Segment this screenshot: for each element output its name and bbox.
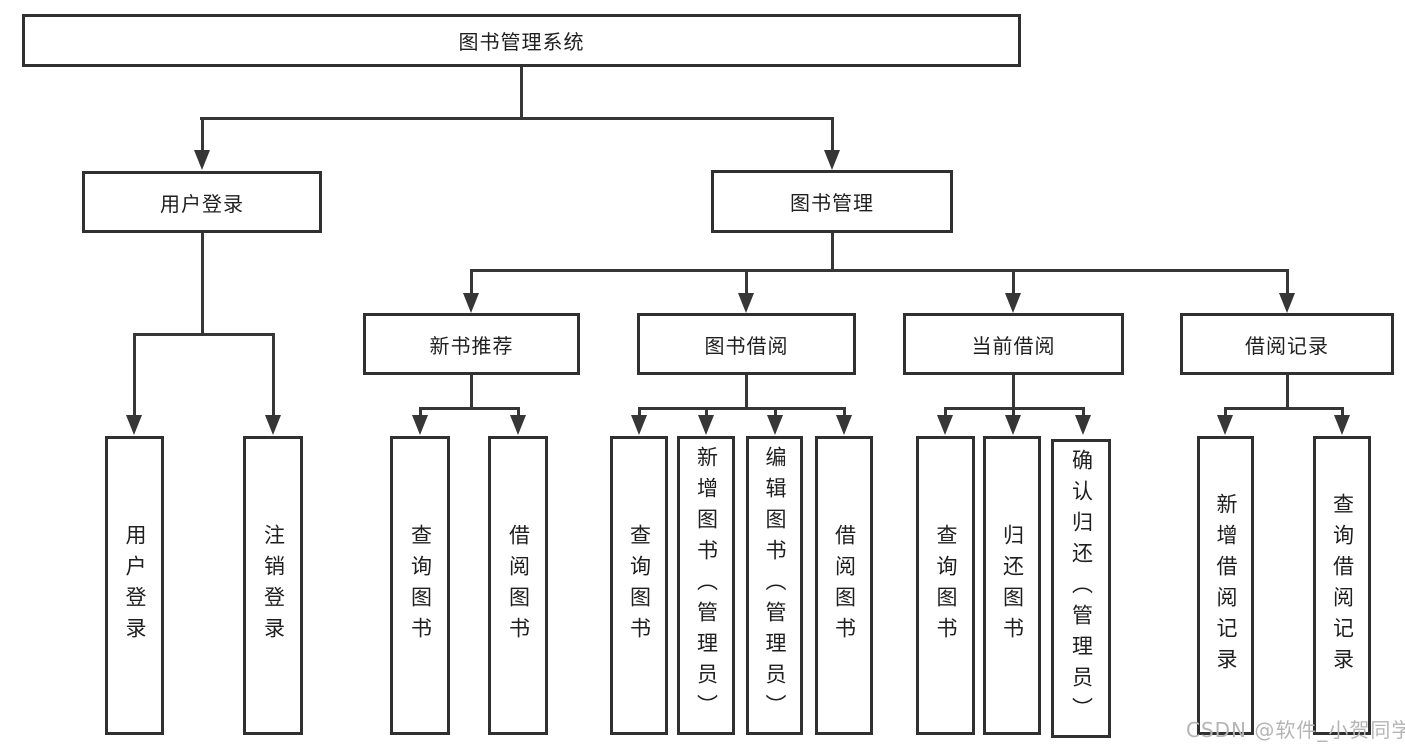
connector-line: [745, 375, 748, 409]
node-label: 用户登录: [123, 523, 147, 648]
arrow-down-icon: [631, 415, 647, 435]
leaf-borrow-books-recommend: 借阅图书: [488, 436, 548, 735]
node-book-management: 图书管理: [711, 170, 953, 233]
node-label: 用户登录: [160, 191, 244, 216]
arrow-down-icon: [1005, 293, 1021, 313]
arrow-down-icon: [767, 415, 783, 435]
connector-line: [133, 333, 136, 417]
connector-line: [831, 117, 834, 151]
node-label: 图书借阅: [704, 333, 789, 358]
connector-line: [774, 407, 777, 419]
connector-line: [1082, 407, 1085, 419]
connector-line: [520, 67, 523, 118]
leaf-logout: 注销登录: [243, 436, 303, 735]
node-label: 查询图书: [627, 523, 652, 648]
node-label: 当前借阅: [971, 333, 1056, 358]
connector-line: [1341, 407, 1344, 419]
connector-line: [745, 269, 748, 295]
connector-line: [1224, 407, 1227, 419]
arrow-down-icon: [1334, 415, 1350, 435]
arrow-down-icon: [1075, 415, 1091, 435]
connector-line: [272, 333, 275, 417]
node-new-book-recommend: 新书推荐: [363, 313, 580, 375]
node-label: 查询图书: [408, 523, 433, 648]
connector-line: [419, 407, 422, 419]
node-label: 借阅图书: [506, 523, 531, 648]
connector-line: [201, 233, 204, 335]
node-label: 注销登录: [261, 523, 286, 648]
leaf-query-books-current: 查询图书: [916, 436, 975, 735]
node-label: 查询借阅记录: [1330, 492, 1355, 679]
node-label: 新增借阅记录: [1214, 492, 1238, 679]
leaf-add-books-admin: 新增图书（管理员）: [677, 436, 735, 735]
leaf-edit-books-admin: 编辑图书（管理员）: [746, 436, 803, 735]
node-borrow-records: 借阅记录: [1180, 313, 1394, 375]
arrow-down-icon: [1217, 415, 1233, 435]
connector-line: [1012, 407, 1015, 419]
connector-line: [843, 407, 846, 419]
connector-line: [470, 269, 473, 295]
connector-line: [1225, 407, 1343, 410]
connector-line: [639, 407, 845, 410]
connector-line: [200, 117, 833, 120]
node-book-borrow: 图书借阅: [637, 313, 856, 375]
node-label: 编辑图书（管理员）: [763, 446, 787, 725]
node-label: 新书推荐: [429, 333, 514, 358]
node-label: 归还图书: [1000, 523, 1025, 648]
node-label: 借阅记录: [1245, 333, 1329, 358]
arrow-down-icon: [510, 415, 526, 435]
arrow-down-icon: [836, 415, 852, 435]
connector-line: [420, 407, 519, 410]
connector-line: [1286, 269, 1289, 295]
node-current-borrow: 当前借阅: [903, 313, 1124, 375]
node-label: 查询图书: [934, 523, 958, 648]
arrow-down-icon: [463, 293, 479, 313]
leaf-query-borrow-record: 查询借阅记录: [1313, 436, 1371, 735]
connector-line: [517, 407, 520, 419]
connector-line: [944, 407, 947, 419]
connector-line: [638, 407, 641, 419]
connector-line: [945, 407, 1085, 410]
arrow-down-icon: [412, 415, 428, 435]
leaf-return-books: 归还图书: [983, 436, 1041, 735]
connector-line: [201, 117, 204, 151]
node-label: 新增图书（管理员）: [694, 446, 719, 725]
connector-line: [134, 333, 275, 336]
connector-line: [705, 407, 708, 419]
csdn-watermark: CSDN @软件_小贺同学: [1186, 718, 1405, 742]
node-library-management-system: 图书管理系统: [22, 14, 1021, 67]
node-label: 图书管理: [790, 191, 874, 215]
connector-line: [470, 375, 473, 409]
arrow-down-icon: [126, 415, 142, 435]
arrow-down-icon: [194, 150, 210, 170]
leaf-add-borrow-record: 新增借阅记录: [1197, 436, 1254, 735]
node-label: 确认归还（管理员）: [1069, 449, 1094, 728]
arrow-down-icon: [1279, 293, 1295, 313]
node-label: 借阅图书: [832, 523, 857, 648]
leaf-confirm-return-admin: 确认归还（管理员）: [1051, 439, 1111, 738]
node-user-login: 用户登录: [82, 171, 322, 233]
connector-line: [471, 269, 1288, 272]
arrow-down-icon: [1005, 415, 1021, 435]
arrow-down-icon: [265, 415, 281, 435]
connector-line: [831, 233, 834, 271]
leaf-query-books-recommend: 查询图书: [390, 436, 450, 735]
leaf-user-login: 用户登录: [105, 436, 164, 735]
connector-line: [1012, 269, 1015, 295]
arrow-down-icon: [698, 415, 714, 435]
leaf-borrow-books: 借阅图书: [815, 436, 873, 735]
node-label: 图书管理系统: [458, 30, 585, 54]
arrow-down-icon: [937, 415, 953, 435]
connector-line: [1286, 375, 1289, 409]
arrow-down-icon: [824, 150, 840, 170]
leaf-query-books-borrow: 查询图书: [610, 436, 668, 735]
arrow-down-icon: [738, 293, 754, 313]
connector-line: [1012, 375, 1015, 409]
